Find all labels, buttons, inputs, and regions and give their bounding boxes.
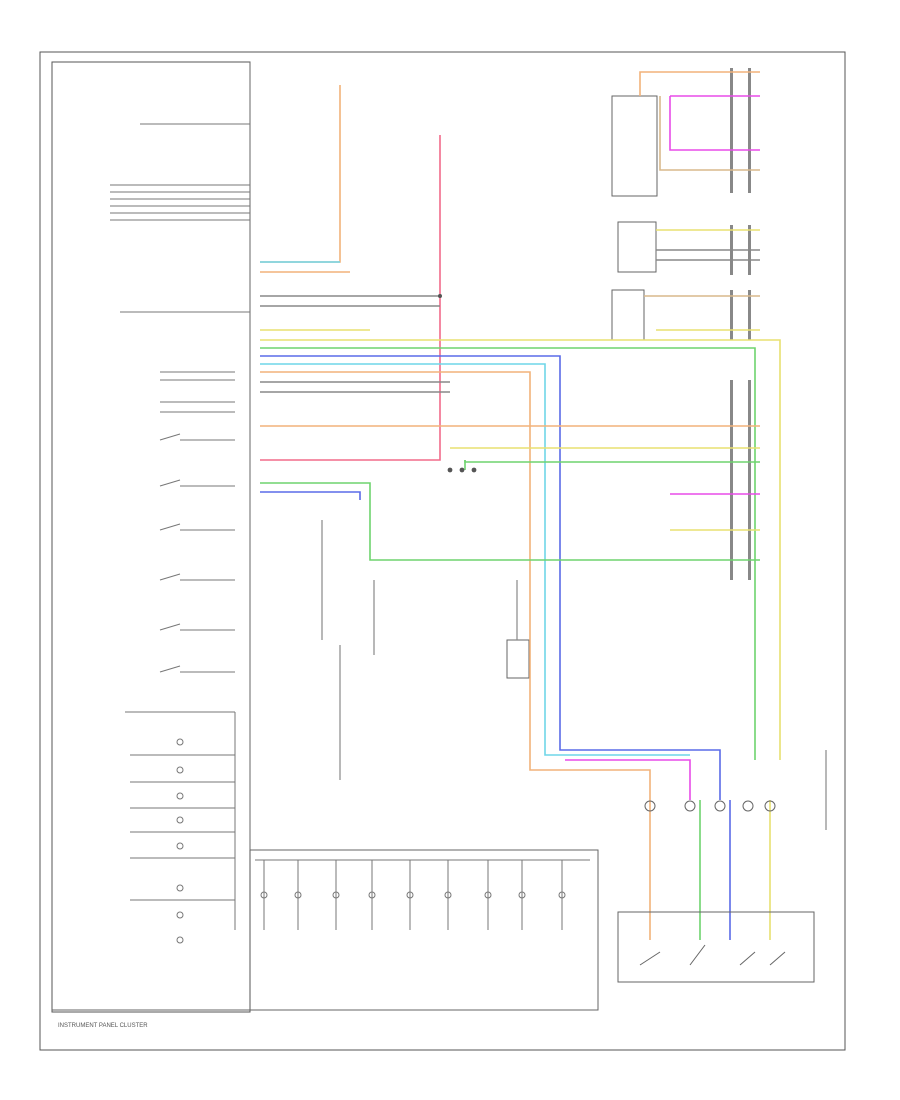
left-pin-stubs bbox=[110, 123, 250, 313]
gray-feeds bbox=[321, 520, 827, 830]
bottom-right-connector bbox=[617, 800, 815, 983]
cluster-inner-outline bbox=[52, 849, 599, 1011]
diagram-title: INSTRUMENT PANEL CLUSTER bbox=[58, 1023, 148, 1029]
cluster-switches bbox=[125, 371, 236, 944]
cluster-box bbox=[51, 61, 251, 1013]
bottom-lamp-row bbox=[255, 859, 590, 930]
right-connectors bbox=[730, 68, 751, 580]
wires bbox=[260, 71, 781, 940]
junction-dots bbox=[438, 294, 477, 473]
outer-frame bbox=[39, 51, 846, 1051]
